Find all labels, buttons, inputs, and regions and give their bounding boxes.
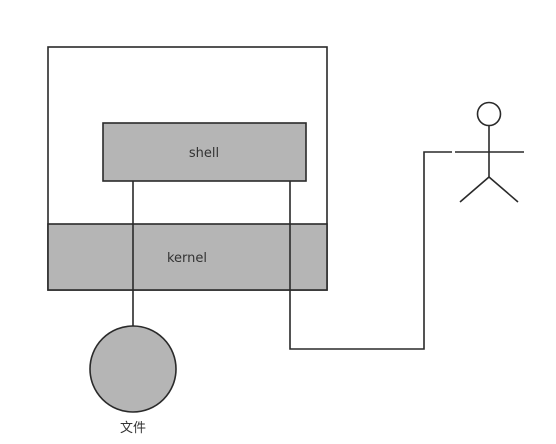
user-left-leg xyxy=(459,176,490,203)
stick-figure-user-icon xyxy=(455,101,524,203)
kernel-label: kernel xyxy=(167,251,207,266)
file-label: 文件 xyxy=(120,421,146,436)
shell-label: shell xyxy=(189,146,219,161)
shell-box xyxy=(102,122,307,182)
file-circle xyxy=(89,325,177,413)
user-right-leg xyxy=(488,176,519,203)
shell-to-user-connector xyxy=(289,151,452,350)
user-head xyxy=(476,101,502,127)
kernel-box xyxy=(47,223,328,291)
